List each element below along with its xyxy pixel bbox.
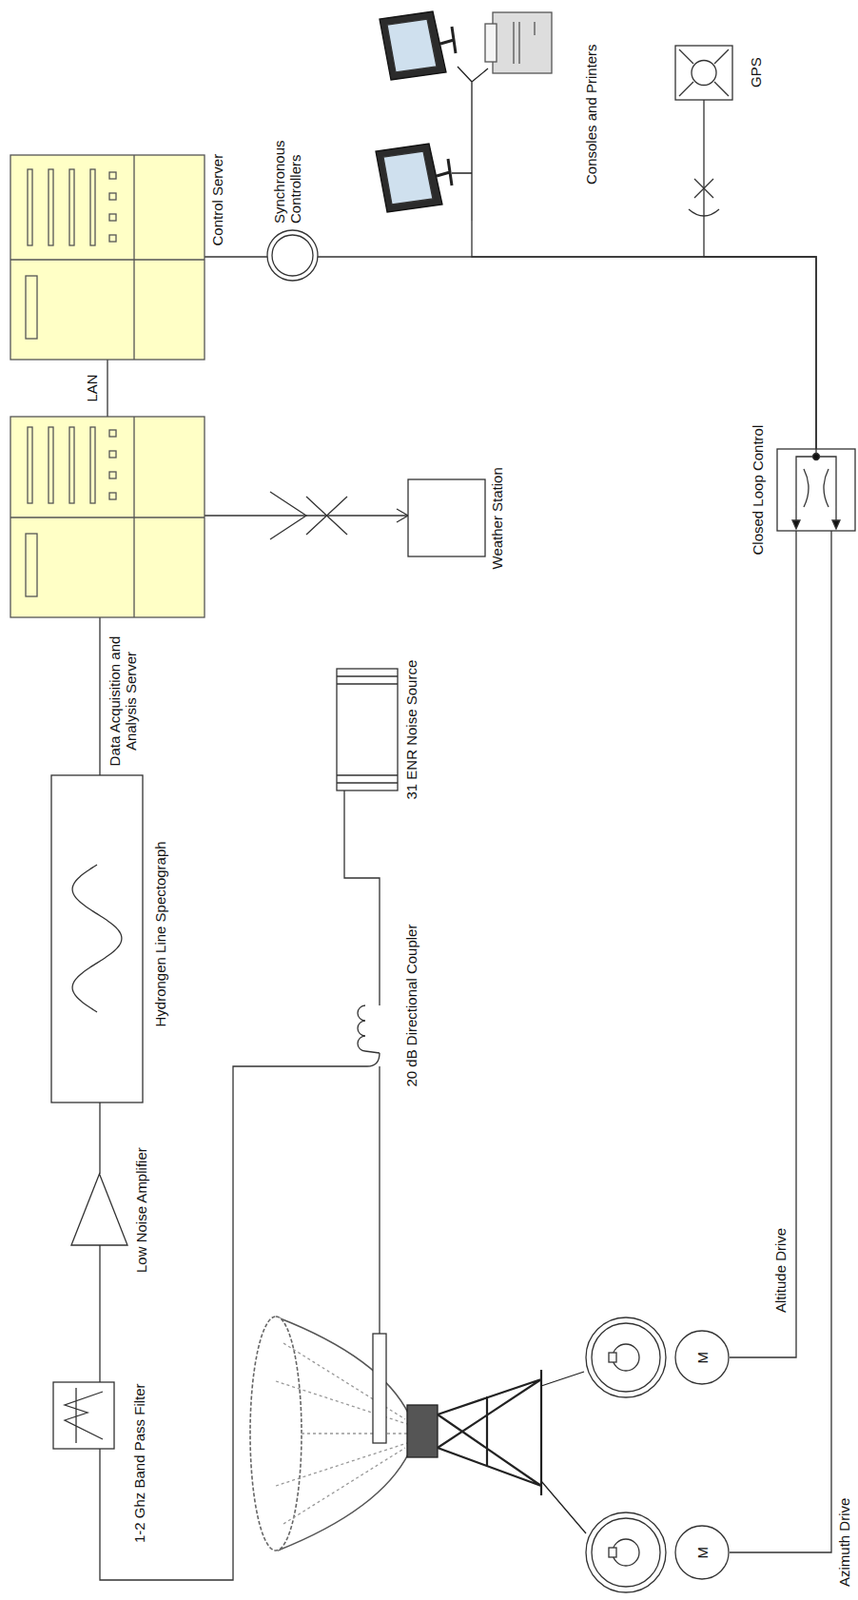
node-label: Weather Station (488, 467, 506, 569)
dish-mount (407, 1404, 438, 1458)
edge-label: Altitude Drive (772, 1226, 789, 1315)
printer-icon (485, 12, 552, 74)
connector-line (703, 99, 817, 449)
connector-line (729, 530, 832, 1553)
coupler-symbol: 20 dB Directional Coupler (351, 1005, 380, 1067)
node-outline (675, 45, 733, 100)
connector-line (106, 359, 108, 417)
connector-line (204, 255, 268, 257)
node-outline (336, 668, 398, 791)
motor-letter: M (694, 1546, 711, 1560)
monitor-icon (375, 143, 452, 213)
node-outline (10, 155, 205, 360)
dish-ribs (275, 1343, 410, 1524)
connector-line (98, 1245, 100, 1383)
node-label: Synchronous Controllers (271, 117, 305, 224)
edge-label: LAN (83, 371, 100, 404)
tower-drive-link (541, 1371, 586, 1534)
node-label: Consoles and Printers (583, 43, 600, 185)
controller-circle: Synchronous Controllers (267, 230, 318, 281)
connector-line (99, 1066, 352, 1580)
node-outline (408, 479, 486, 557)
node-label: Data Acquisition and Analysis Server (106, 623, 140, 780)
weather-station-box: Weather Station (408, 479, 486, 557)
server-cabinet: Control Server (10, 155, 205, 360)
motor-letter: M (694, 1351, 711, 1365)
node-outline (10, 416, 205, 618)
node-outline (351, 1005, 380, 1067)
node-label: GPS (747, 57, 764, 88)
node-outline (51, 775, 143, 1103)
band-pass-filter: 1-2 Ghz Band Pass Filter (53, 1382, 115, 1449)
connector-line (344, 790, 380, 1006)
console-group: Consoles and Printers (366, 6, 562, 221)
dish-rim (250, 1316, 302, 1551)
node-outline (267, 230, 318, 281)
feed-line (378, 1066, 380, 1334)
connector-line (98, 617, 100, 776)
node-label: 20 dB Directional Coupler (403, 924, 420, 1088)
node-label: 31 ENR Noise Source (403, 660, 420, 800)
azimuth-gear (585, 1512, 666, 1593)
connector-line (317, 256, 817, 449)
node-outline (71, 1173, 128, 1246)
amplifier-symbol: Low Noise Amplifier (71, 1173, 128, 1246)
spectrograph-box: Hydrongen Line Spectograph (51, 775, 143, 1103)
connector-line (729, 530, 797, 1358)
connector-line (471, 220, 817, 449)
altitude-gear (585, 1317, 666, 1398)
motor-circle: M (674, 1329, 730, 1385)
motor-circle: M (674, 1524, 730, 1580)
feed-arm (372, 1333, 387, 1443)
gps-receiver: GPS (675, 45, 733, 100)
lattice-tower (437, 1369, 542, 1496)
closed-loop-box: Closed Loop Control (777, 448, 856, 531)
edge-label: Azimuth Drive (836, 1496, 853, 1589)
node-label: Hydrongen Line Spectograph (152, 840, 169, 1027)
connector-line (98, 1102, 100, 1174)
node-label: Closed Loop Control (749, 425, 766, 556)
server-cabinet: Data Acquisition and Analysis Server (10, 416, 205, 618)
node-label: 1-2 Ghz Band Pass Filter (131, 1383, 148, 1543)
node-label: Control Server (209, 154, 226, 247)
monitor-icon (379, 11, 456, 80)
node-outline (53, 1382, 115, 1449)
node-outline (366, 6, 562, 221)
node-outline (777, 448, 856, 531)
node-label: Low Noise Amplifier (133, 1147, 150, 1273)
noise-source-box: 31 ENR Noise Source (336, 668, 398, 791)
connector-line (204, 514, 409, 516)
